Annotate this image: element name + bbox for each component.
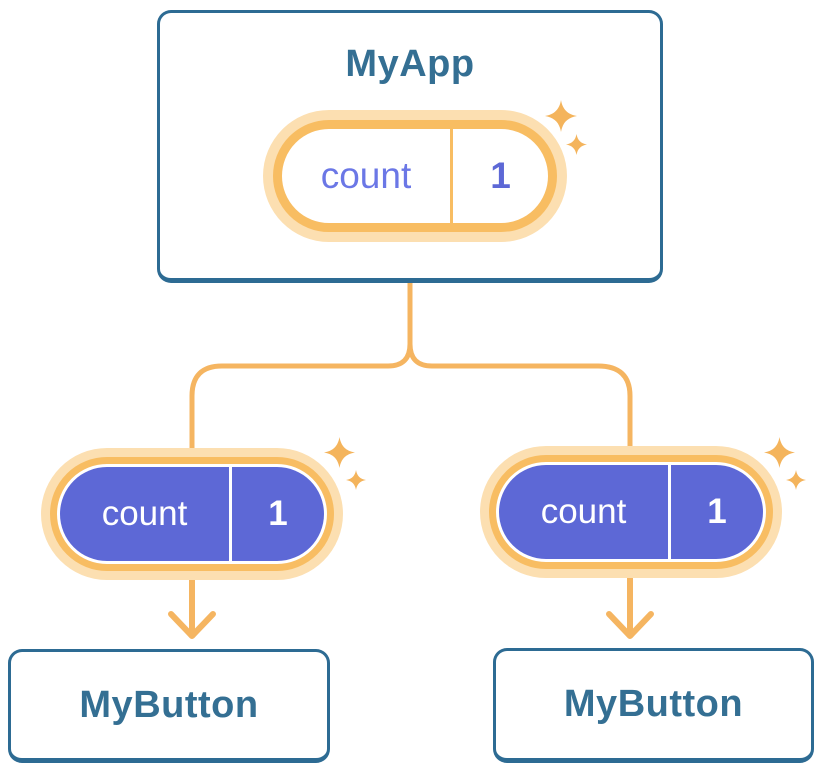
pill-divider: [229, 467, 232, 561]
component-title: MyButton: [79, 683, 259, 726]
child-component-card: MyButton: [8, 649, 330, 763]
state-name: count: [320, 155, 412, 196]
state-name: count: [540, 492, 627, 531]
sparkle-icon: [346, 470, 366, 490]
arrow-down-icon: [606, 567, 654, 639]
state-name: count: [101, 494, 188, 533]
sparkle-icon: [786, 470, 806, 490]
sparkle-icon: [764, 437, 795, 468]
state-value: 1: [707, 492, 727, 531]
state-pill: count 1: [480, 446, 782, 578]
sparkle-icon: [566, 134, 587, 155]
state-pill: count 1: [41, 448, 343, 580]
connector-root-to-right: [407, 283, 633, 460]
connector-root-to-left: [189, 283, 413, 460]
sparkle-icon: [545, 100, 577, 132]
sparkle-icon: [324, 437, 355, 468]
component-title: MyButton: [563, 683, 744, 725]
component-title: MyApp: [345, 43, 475, 85]
pill-divider: [450, 129, 453, 223]
child-component-card: MyButton: [493, 648, 814, 763]
state-value: 1: [268, 494, 288, 533]
arrow-down-icon: [168, 567, 216, 639]
root-component-card: MyApp count 1: [157, 10, 663, 283]
state-pill: count 1: [263, 110, 567, 242]
state-value: 1: [490, 155, 511, 196]
pill-divider: [668, 465, 671, 559]
